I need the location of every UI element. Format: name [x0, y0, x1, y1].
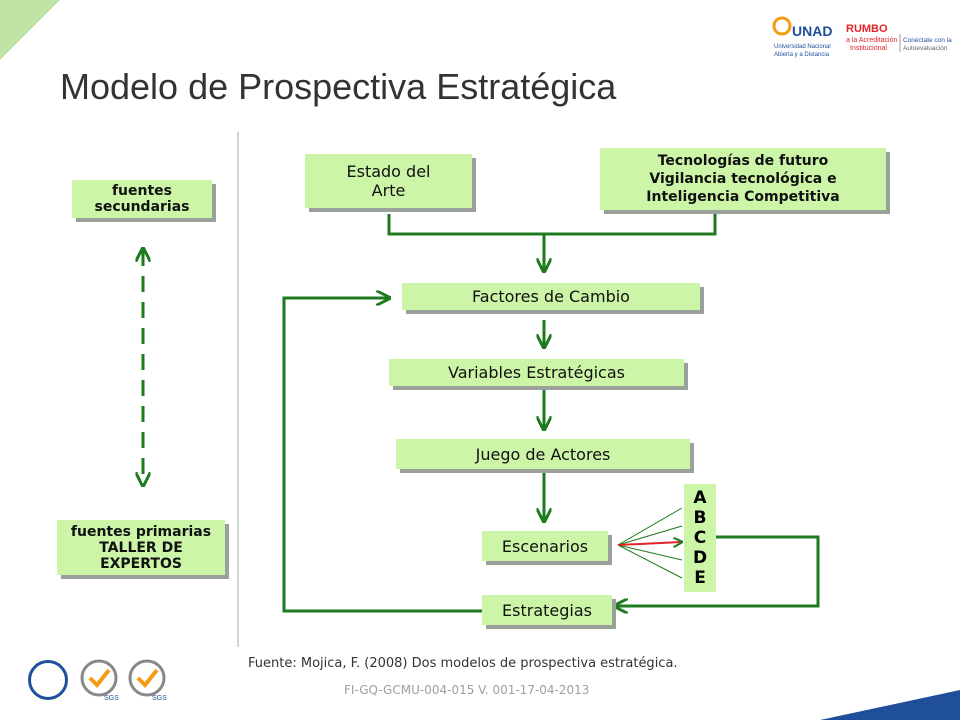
tecnologias-label-2: Vigilancia tecnológica e — [649, 171, 837, 187]
source-citation: Fuente: Mojica, F. (2008) Dos modelos de… — [248, 656, 678, 671]
secondary-sources-box: fuentes secundarias — [72, 180, 212, 218]
variables-label: Variables Estratégicas — [448, 363, 625, 382]
corner-decoration-bottom-right — [820, 690, 960, 720]
secondary-sources-label: fuentes secundarias — [94, 183, 190, 215]
juego-actores-box: Juego de Actores — [396, 439, 690, 469]
scenario-letter: B — [693, 508, 707, 528]
scenario-letter: C — [693, 528, 707, 548]
tecnologias-box: Tecnologías de futuro Vigilancia tecnoló… — [600, 148, 886, 210]
scenario-letters-box: A B C D E — [684, 484, 716, 592]
factores-label: Factores de Cambio — [472, 287, 630, 306]
sgs-badge-2-label: SGS — [152, 695, 167, 702]
scenario-letter: A — [693, 488, 707, 508]
expert-workshop-label: TALLER DE EXPERTOS — [99, 539, 183, 572]
document-code: FI-GQ-GCMU-004-015 V. 001-17-04-2013 — [344, 683, 590, 697]
escenarios-label: Escenarios — [501, 536, 589, 556]
juego-actores-label: Juego de Actores — [475, 444, 611, 464]
tecnologias-label-1: Tecnologías de futuro — [657, 153, 829, 169]
estado-arte-label: Estado del Arte — [346, 162, 431, 200]
unad-logo-name: UNAD — [792, 23, 832, 39]
merge-connector — [387, 214, 717, 236]
unad-logo: UNAD Universidad Nacional Abierta y a Di… — [770, 14, 836, 60]
sgs-badge-1-label: SGS — [104, 695, 119, 702]
escenarios-box: Escenarios — [482, 531, 608, 561]
selected-scenario-arrow — [617, 542, 681, 545]
rumbo-logo-sub1: a la Acreditación — [846, 37, 897, 44]
primary-sources-label: fuentes primarias — [70, 523, 212, 540]
tecnologias-label-3: Inteligencia Competitiva — [646, 189, 840, 205]
variables-box: Variables Estratégicas — [389, 359, 684, 386]
factores-box: Factores de Cambio — [402, 283, 700, 310]
arrow-to-estrategias — [616, 535, 820, 606]
corner-decoration-top-left — [0, 0, 60, 60]
divider-line — [237, 132, 239, 647]
rumbo-logo-name: RUMBO — [846, 23, 888, 35]
estrategias-label: Estrategias — [502, 600, 592, 620]
scenario-letter: D — [692, 548, 708, 568]
scenario-letter: E — [694, 568, 706, 588]
feedback-loop-arrow — [282, 298, 484, 613]
estrategias-box: Estrategias — [482, 595, 612, 625]
estado-arte-box: Estado del Arte — [305, 154, 472, 208]
sgs-badge-1: SGS — [78, 658, 120, 702]
rumbo-logo-tag1: Conéctate con la — [903, 37, 952, 44]
sgs-badge-2: SGS — [126, 658, 168, 702]
slide-title: Modelo de Prospectiva Estratégica — [60, 66, 617, 107]
primary-sources-box: fuentes primarias TALLER DE EXPERTOS — [57, 520, 225, 575]
unad-logo-sub2: Abierta y a Distancia — [774, 52, 830, 58]
rumbo-logo: RUMBO a la Acreditación Institucional Co… — [846, 20, 956, 56]
scenario-fan-lines — [617, 507, 683, 579]
rumbo-logo-sub2: Institucional — [850, 45, 887, 52]
unad-logo-sub1: Universidad Nacional — [774, 44, 831, 50]
certification-badge-1 — [28, 660, 68, 700]
rumbo-logo-tag2: Autoevaluación — [903, 45, 948, 52]
